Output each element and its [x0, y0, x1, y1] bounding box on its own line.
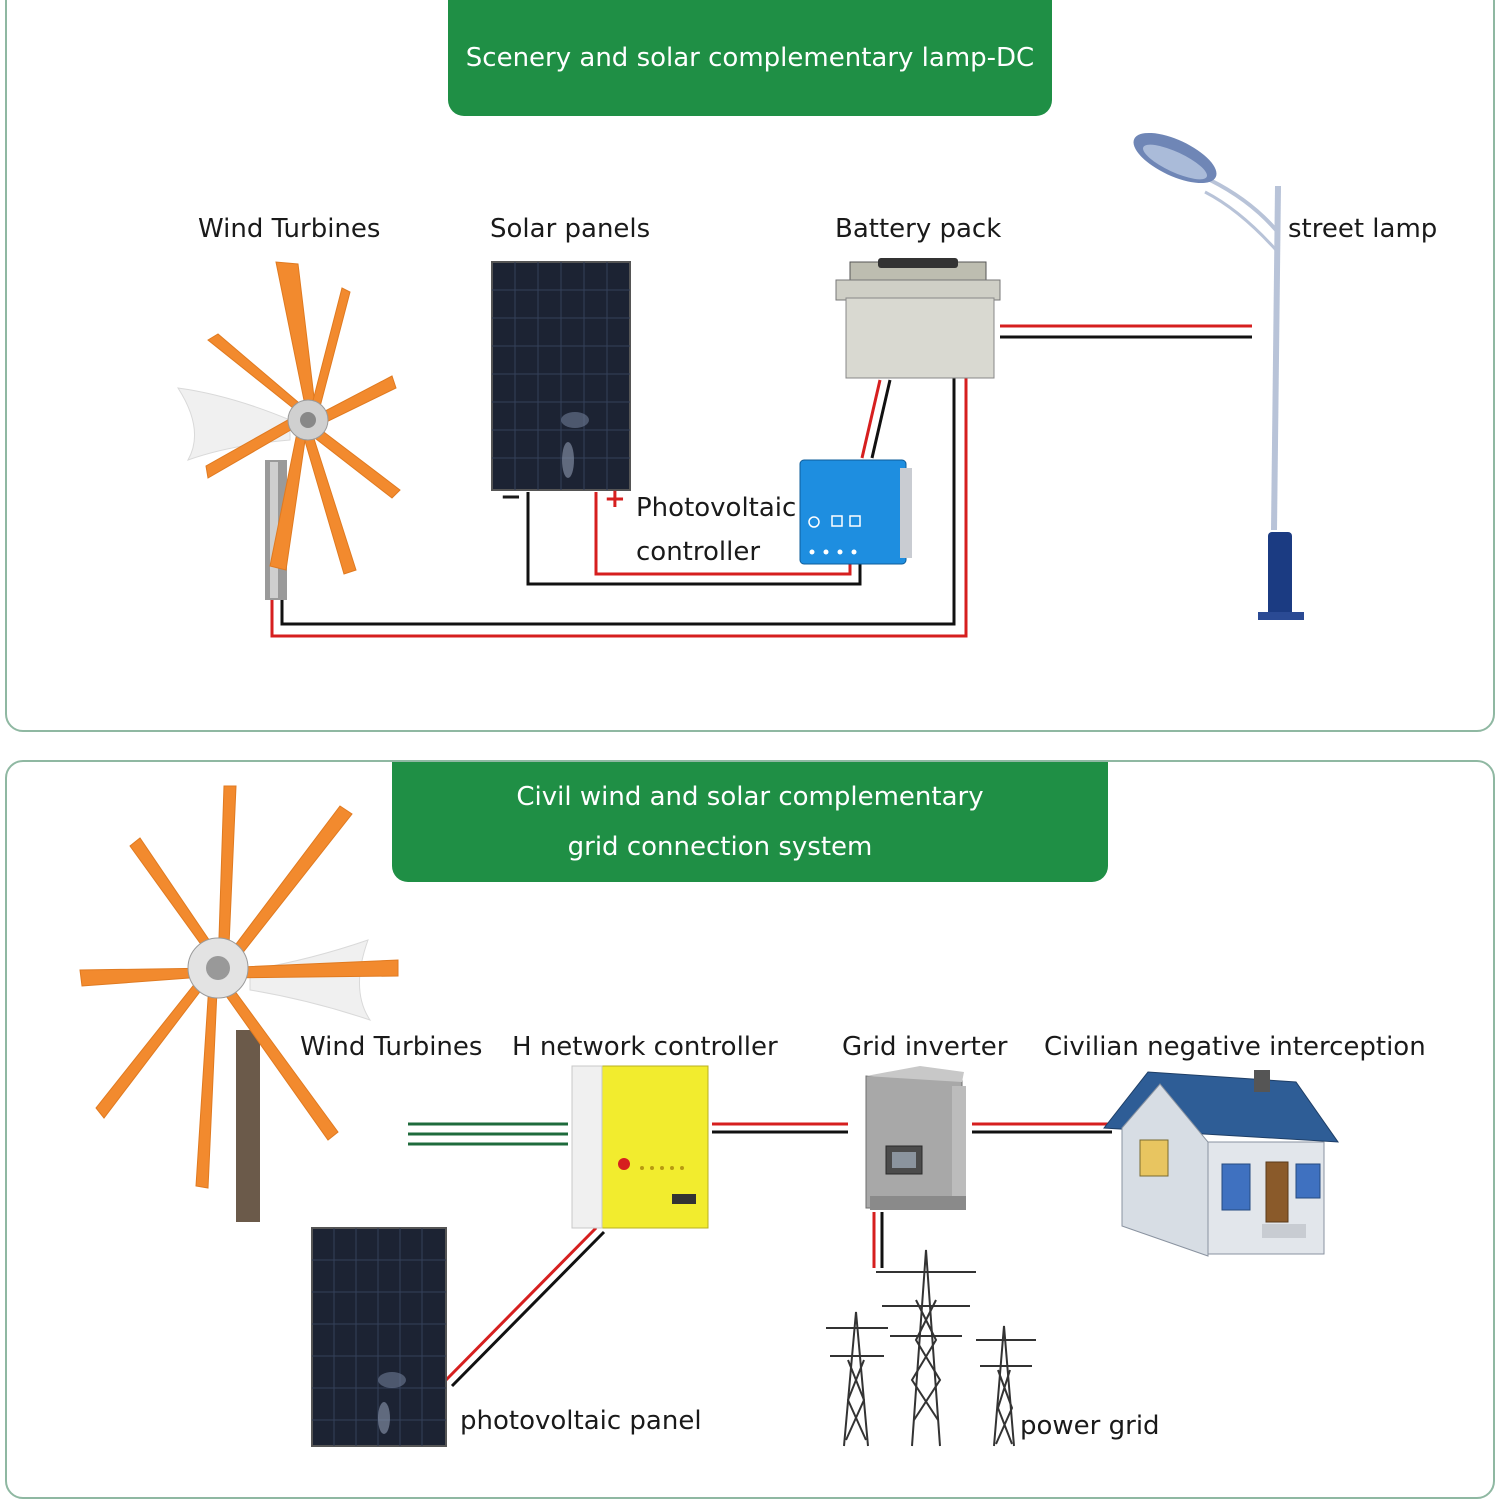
house-image — [1103, 1070, 1340, 1257]
bottom-wiring — [408, 1122, 1112, 1388]
label-street-lamp: street lamp — [1288, 214, 1438, 244]
top-title: Scenery and solar complementary lamp-DC — [465, 43, 1035, 73]
battery-pack-image — [835, 258, 1001, 379]
label-h-network-controller: H network controller — [512, 1032, 778, 1062]
label-controller-line1: Photovoltaic — [636, 493, 797, 523]
bottom-banner: Civil wind and solar complementary grid … — [392, 762, 1108, 882]
top-banner: Scenery and solar complementary lamp-DC — [448, 0, 1052, 116]
label-photovoltaic-panel: photovoltaic panel — [460, 1406, 702, 1436]
top-wiring — [270, 324, 1252, 638]
label-wind-turbines-bottom: Wind Turbines — [300, 1032, 483, 1062]
grid-inverter-image — [865, 1066, 966, 1210]
label-controller-line2: controller — [636, 537, 761, 567]
photovoltaic-controller-image — [799, 459, 912, 565]
label-solar-panels: Solar panels — [490, 214, 651, 244]
bottom-pv-panel-image — [311, 1227, 447, 1447]
label-power-grid: power grid — [1020, 1411, 1160, 1441]
top-wind-turbine-image — [176, 261, 401, 600]
label-wind-turbines-top: Wind Turbines — [198, 214, 381, 244]
bottom-wind-turbine-image — [79, 785, 399, 1222]
bottom-title-line1: Civil wind and solar complementary — [516, 782, 984, 812]
label-minus: − — [500, 482, 522, 512]
label-civilian-interception: Civilian negative interception — [1044, 1032, 1426, 1062]
label-plus: + — [604, 484, 626, 514]
label-grid-inverter: Grid inverter — [842, 1032, 1008, 1062]
top-solar-panel-image — [491, 261, 631, 491]
label-battery-pack: Battery pack — [835, 214, 1002, 244]
bottom-title-line2: grid connection system — [567, 832, 873, 862]
street-lamp-image — [1133, 132, 1304, 620]
power-grid-towers-image — [826, 1249, 1036, 1447]
h-network-controller-image — [571, 1065, 709, 1229]
